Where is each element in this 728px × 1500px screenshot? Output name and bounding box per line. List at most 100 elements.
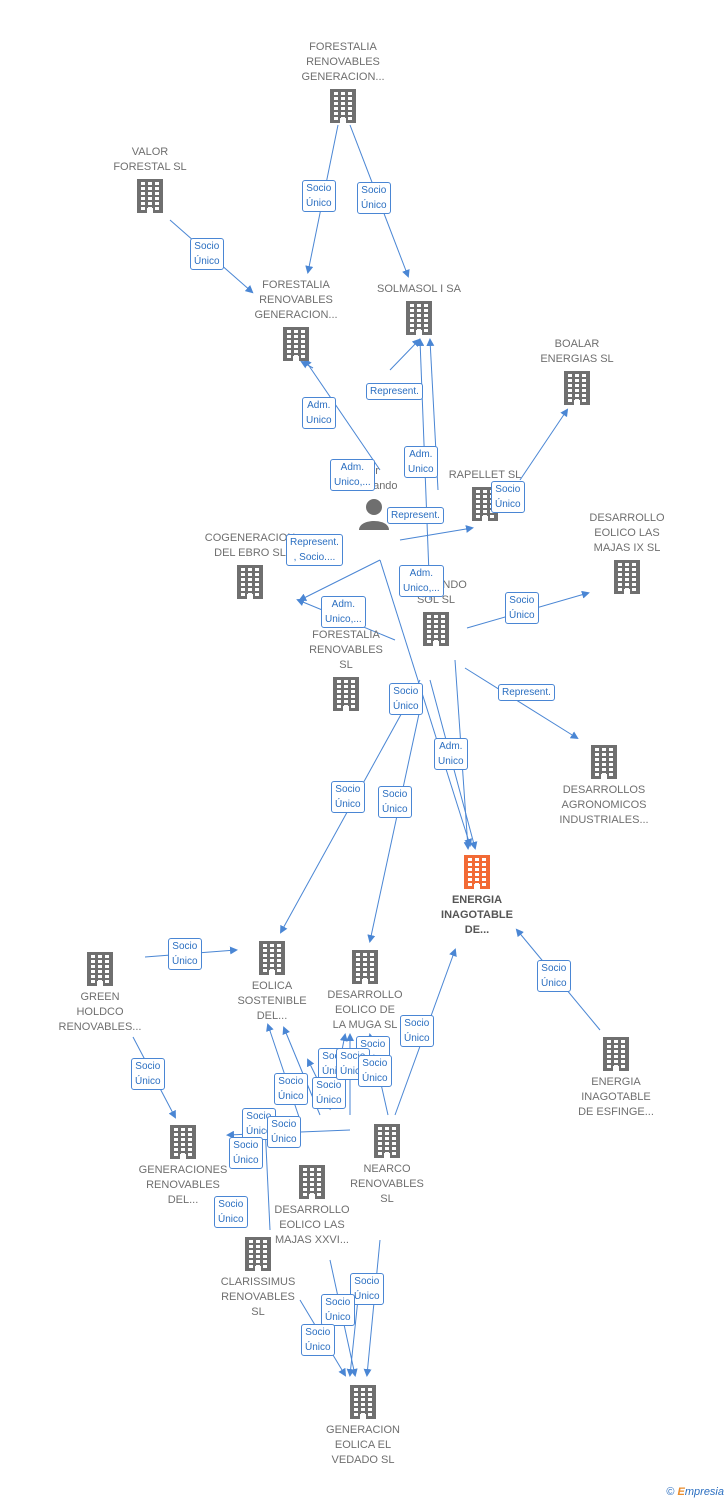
edge-label[interactable]: Represent. , Socio.... <box>286 534 343 566</box>
node-label: SOLMASOL I SA <box>377 283 461 295</box>
edge-line-5 <box>303 358 381 471</box>
edge-label[interactable]: Socio Único <box>331 781 365 813</box>
node-boalar[interactable]: BOALAR ENERGIAS SL <box>527 337 627 405</box>
node-label: DESARROLLO EOLICO LAS MAJAS IX SL <box>589 512 665 554</box>
node-desarrollo-majas-xxvi[interactable]: DESARROLLO EOLICO LAS MAJAS XXVI... <box>257 1165 367 1248</box>
edge-label[interactable]: Socio Único <box>190 238 224 270</box>
edge-label[interactable]: Socio Único <box>400 1015 434 1047</box>
edge-label[interactable]: Socio Único <box>312 1077 346 1109</box>
node-label: ENERGIA INAGOTABLE DE ESFINGE... <box>578 1076 654 1118</box>
node-label: DESARROLLO EOLICO LAS MAJAS XXVI... <box>274 1204 350 1246</box>
building-icon <box>301 677 391 711</box>
edge-line-4 <box>389 338 421 371</box>
edge-line-30 <box>363 1239 381 1377</box>
edge-label[interactable]: Socio Único <box>274 1073 308 1105</box>
building-icon <box>284 89 402 123</box>
edge-label[interactable]: Socio Único <box>168 938 202 970</box>
edge-label[interactable]: Adm. Unico <box>434 738 468 770</box>
edge-line-9 <box>298 559 381 601</box>
building-icon <box>195 565 305 599</box>
node-generacion-vedado[interactable]: GENERACION EOLICA EL VEDADO SL <box>308 1385 418 1468</box>
person-icon <box>339 498 409 530</box>
edge-line-16 <box>379 559 473 847</box>
edge-line-29 <box>261 1123 271 1231</box>
node-solmasol[interactable]: SOLMASOL I SA <box>364 282 474 335</box>
edge-label[interactable]: Socio Único <box>350 1273 384 1305</box>
node-desarrollo-majas-ix[interactable]: DESARROLLO EOLICO LAS MAJAS IX SL <box>577 511 677 594</box>
node-nearco[interactable]: NEARCO RENOVABLES SL <box>332 1124 442 1207</box>
footer-brand[interactable]: © Empresia <box>666 1486 724 1498</box>
node-forestalia-top[interactable]: FORESTALIA RENOVABLES GENERACION... <box>284 40 402 123</box>
building-icon <box>364 301 474 335</box>
node-label: FORESTALIA RENOVABLES GENERACION... <box>301 41 385 83</box>
edge-label[interactable]: Socio Único <box>302 180 336 212</box>
node-energia-esfinge[interactable]: ENERGIA INAGOTABLE DE ESFINGE... <box>561 1037 671 1120</box>
building-icon <box>237 327 355 361</box>
node-label: DESARROLLOS AGRONOMICOS INDUSTRIALES... <box>559 784 649 826</box>
edge-label[interactable]: Socio Único <box>321 1294 355 1326</box>
node-rapellet[interactable]: RAPELLET SL <box>435 468 535 521</box>
edge-line-7 <box>519 408 569 481</box>
edge-label[interactable]: Represent. <box>498 684 555 701</box>
building-icon <box>577 560 677 594</box>
building-icon <box>45 952 155 986</box>
node-label: COGENERACION DEL EBRO SL <box>204 532 296 559</box>
node-valor-forestal[interactable]: VALOR FORESTAL SL <box>110 145 190 213</box>
edge-label[interactable]: Socio Único <box>229 1137 263 1169</box>
edge-label[interactable]: Socio Único <box>358 1055 392 1087</box>
building-icon <box>315 950 415 984</box>
node-forestalia-renov[interactable]: FORESTALIA RENOVABLES SL <box>301 628 391 711</box>
edge-line-19 <box>367 699 423 943</box>
edge-label[interactable]: Adm. Unico,... <box>330 459 375 491</box>
building-icon <box>396 612 476 646</box>
node-label: DESARROLLO EOLICO DE LA MUGA SL <box>327 989 403 1031</box>
node-label: EOLICA SOSTENIBLE DEL... <box>237 980 307 1022</box>
brand-e: E <box>677 1486 685 1498</box>
node-generaciones-renov[interactable]: GENERACIONES RENOVABLES DEL... <box>128 1125 238 1208</box>
node-cogeneracion[interactable]: COGENERACION DEL EBRO SL <box>195 531 305 599</box>
building-icon <box>332 1124 442 1158</box>
edge-label[interactable]: Represent. <box>387 507 444 524</box>
edge-label[interactable]: Socio Único <box>357 182 391 214</box>
node-label: ENERGIA INAGOTABLE DE... <box>441 894 513 936</box>
edge-label[interactable]: Socio Único <box>214 1196 248 1228</box>
edge-label[interactable]: Socio Único <box>491 481 525 513</box>
node-eolica-sostenible[interactable]: EOLICA SOSTENIBLE DEL... <box>222 941 322 1024</box>
building-icon <box>110 179 190 213</box>
edge-label[interactable]: Represent. <box>366 383 423 400</box>
node-energia-inagotable[interactable]: ENERGIA INAGOTABLE DE... <box>422 855 532 938</box>
building-icon <box>549 745 659 779</box>
building-icon <box>257 1165 367 1199</box>
edge-label[interactable]: Socio Único <box>505 592 539 624</box>
building-icon <box>561 1037 671 1071</box>
edge-line-13 <box>464 667 579 740</box>
node-forestalia-gen2[interactable]: FORESTALIA RENOVABLES GENERACION... <box>237 278 355 361</box>
edge-label[interactable]: Adm. Unico <box>404 446 438 478</box>
edge-label[interactable]: Adm. Unico <box>302 397 336 429</box>
copyright-symbol: © <box>666 1486 675 1498</box>
edge-label[interactable]: Socio Único <box>301 1324 335 1356</box>
building-icon <box>422 855 532 889</box>
building-icon <box>222 941 322 975</box>
edge-label[interactable]: Socio Único <box>267 1116 301 1148</box>
node-desarrollo-muga[interactable]: DESARROLLO EOLICO DE LA MUGA SL <box>315 950 415 1033</box>
node-label: GREEN HOLDCO RENOVABLES... <box>58 991 142 1033</box>
building-icon <box>527 371 627 405</box>
building-icon <box>308 1385 418 1419</box>
edge-label[interactable]: Socio Único <box>378 786 412 818</box>
node-green-holdco[interactable]: GREEN HOLDCO RENOVABLES... <box>45 952 155 1035</box>
node-label: VALOR FORESTAL SL <box>113 146 187 173</box>
building-icon <box>203 1237 313 1271</box>
node-clarissimus[interactable]: CLARISSIMUS RENOVABLES SL <box>203 1237 313 1320</box>
node-desarrollos-agro[interactable]: DESARROLLOS AGRONOMICOS INDUSTRIALES... <box>549 745 659 828</box>
edge-label[interactable]: Adm. Unico,... <box>399 565 444 597</box>
edge-label[interactable]: Socio Único <box>537 960 571 992</box>
node-label: FORESTALIA RENOVABLES GENERACION... <box>254 279 338 321</box>
edge-label[interactable]: Socio Único <box>131 1058 165 1090</box>
brand-name: mpresia <box>684 1486 724 1498</box>
edge-label[interactable]: Socio Único <box>389 683 423 715</box>
edge-line-8 <box>399 525 474 541</box>
building-icon <box>128 1125 238 1159</box>
edge-label[interactable]: Adm. Unico,... <box>321 596 366 628</box>
node-label: BOALAR ENERGIAS SL <box>540 338 614 365</box>
